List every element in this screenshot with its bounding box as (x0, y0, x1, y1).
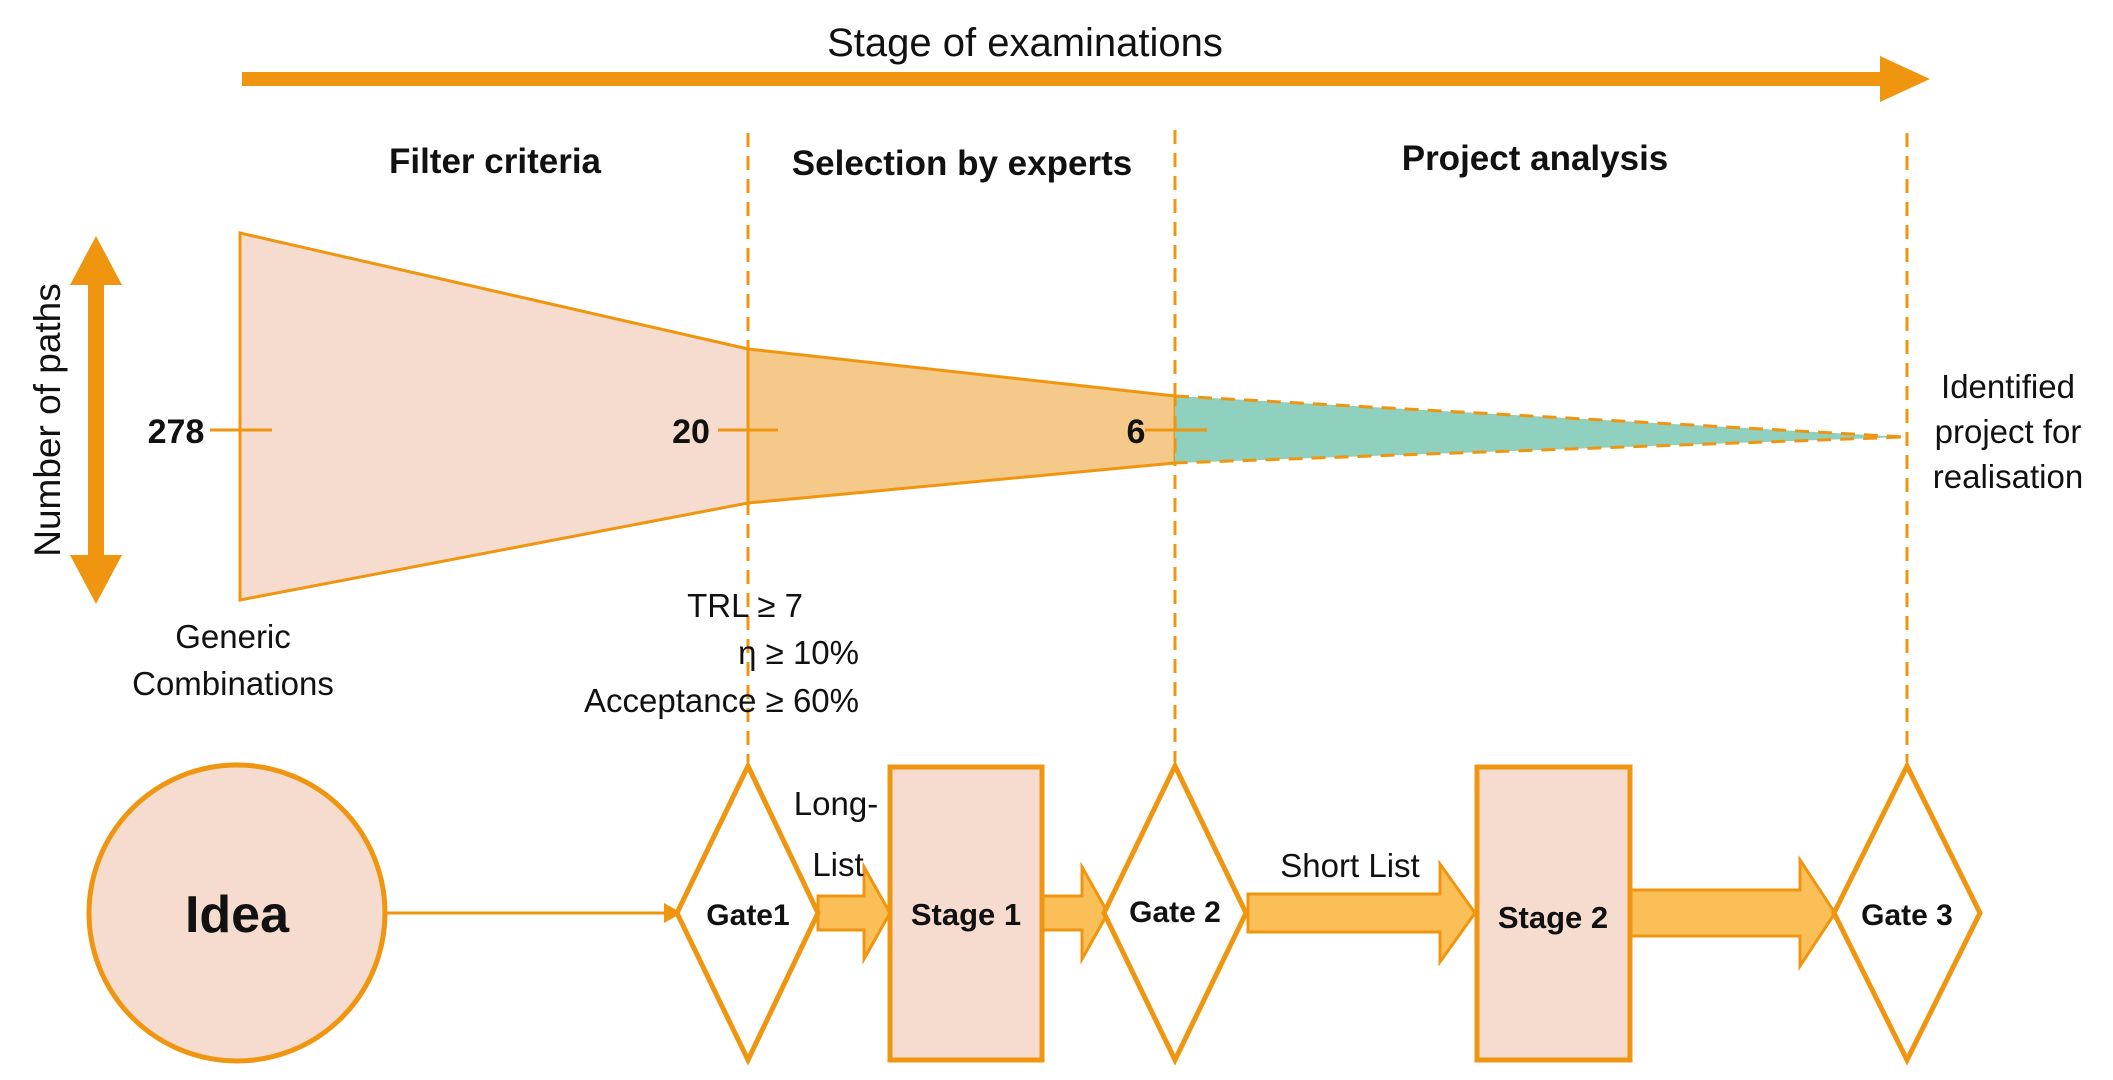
phase-filter-label: Filter criteria (389, 142, 602, 181)
funnel-analysis-segment (1173, 394, 1906, 465)
arrow-stage2-gate3 (1628, 855, 1837, 971)
short-list-label: Short List (1280, 847, 1419, 884)
generic-label-line1: Generic (175, 618, 291, 655)
criterion-acceptance: Acceptance ≥ 60% (584, 682, 859, 719)
paths-axis-label: Number of paths (27, 283, 68, 557)
stage-axis-label: Stage of examinations (827, 21, 1223, 65)
count-generic: 278 (148, 413, 205, 451)
long-list-label-line2: List (812, 846, 863, 883)
paths-axis-arrow (70, 236, 122, 604)
stage1-label: Stage 1 (911, 897, 1021, 932)
arrow-stage1-gate2 (1040, 861, 1110, 965)
idea-label: Idea (185, 886, 290, 944)
arrow-gate1-stage1 (816, 861, 892, 965)
gate3-label: Gate 3 (1861, 899, 1953, 932)
gate1-diamond (674, 760, 821, 1066)
long-list-label-line1: Long- (794, 785, 878, 822)
count-after-filter: 20 (672, 413, 710, 451)
generic-label-line2: Combinations (132, 665, 334, 702)
final-label-line1: Identified (1941, 368, 2075, 405)
stage-axis-arrow (242, 56, 1930, 102)
arrow-gate2-stage2 (1246, 859, 1477, 967)
criterion-trl: TRL ≥ 7 (687, 587, 803, 624)
idea-to-gate1-arrow (386, 903, 682, 923)
count-after-selection: 6 (1127, 413, 1146, 451)
final-label-line3: realisation (1933, 458, 2083, 495)
phase-selection-label: Selection by experts (792, 144, 1132, 183)
stage2-box (1474, 764, 1633, 1063)
gate2-diamond (1101, 760, 1249, 1066)
criterion-efficiency: η ≥ 10% (738, 634, 859, 671)
gate2-label: Gate 2 (1129, 896, 1221, 929)
idea-circle (86, 762, 388, 1064)
final-label-line2: project for (1935, 413, 2082, 450)
phase-analysis-label: Project analysis (1402, 139, 1669, 178)
funnel-selection-segment (746, 347, 1177, 505)
stage2-label: Stage 2 (1498, 900, 1608, 935)
gate3-diamond (1831, 760, 1983, 1066)
gate1-label: Gate1 (706, 899, 789, 932)
stage-separators (746, 130, 1909, 762)
stage1-box (887, 764, 1045, 1063)
